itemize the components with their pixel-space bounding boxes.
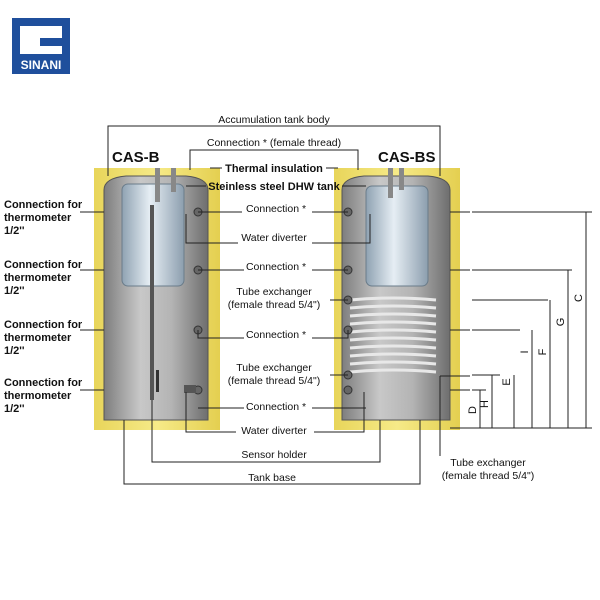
dim-i: I bbox=[519, 350, 531, 353]
dim-g: G bbox=[555, 318, 567, 327]
label-text: 1/2'' bbox=[4, 403, 25, 415]
label-text: 1/2'' bbox=[4, 285, 25, 297]
label-text: thermometer bbox=[4, 390, 72, 402]
thermometer-label-4: Connection for thermometer 1/2'' bbox=[4, 377, 83, 415]
label-thermal-insulation: Thermal insulation bbox=[225, 163, 323, 175]
label-tube-exchanger-1b: (female thread 5/4") bbox=[228, 299, 320, 311]
thermometer-label-2: Connection for thermometer 1/2'' bbox=[4, 259, 83, 297]
label-text: Connection for bbox=[4, 377, 83, 389]
tank-label-cas-bs: CAS-BS bbox=[378, 149, 436, 166]
dim-e: E bbox=[501, 378, 513, 385]
dim-h: H bbox=[479, 400, 491, 408]
label-connection-2: Connection * bbox=[246, 261, 306, 273]
dim-d: D bbox=[467, 406, 479, 414]
label-water-diverter-1: Water diverter bbox=[241, 232, 307, 244]
label-sensor-holder: Sensor holder bbox=[241, 449, 307, 461]
label-text: 1/2'' bbox=[4, 225, 25, 237]
thermometer-leaders bbox=[80, 211, 470, 391]
callout-leaders bbox=[107, 125, 470, 485]
label-tube-exchanger-2b: (female thread 5/4") bbox=[228, 375, 320, 387]
label-text: Connection for bbox=[4, 319, 83, 331]
label-tank-base: Tank base bbox=[248, 472, 296, 484]
tank-label-cas-b: CAS-B bbox=[112, 149, 160, 166]
thermometer-label-3: Connection for thermometer 1/2'' bbox=[4, 319, 83, 357]
label-text: Connection for bbox=[4, 259, 83, 271]
label-text: thermometer bbox=[4, 212, 72, 224]
label-connection-4: Connection * bbox=[246, 401, 306, 413]
label-tube-exchanger-2a: Tube exchanger bbox=[236, 362, 312, 374]
thermometer-label-1: Connection for thermometer 1/2'' bbox=[4, 199, 83, 237]
dim-f: F bbox=[537, 348, 549, 355]
label-dhw-tank: Steinless steel DHW tank bbox=[208, 181, 340, 193]
sinani-logo: SINANI bbox=[12, 18, 70, 74]
label-connection-3: Connection * bbox=[246, 329, 306, 341]
label-text: thermometer bbox=[4, 332, 72, 344]
tank-cas-b bbox=[103, 168, 209, 421]
tank-cas-bs bbox=[341, 168, 451, 421]
label-text: Connection for bbox=[4, 199, 83, 211]
label-water-diverter-2: Water diverter bbox=[241, 425, 307, 437]
dimension-lines bbox=[450, 211, 592, 429]
label-text: thermometer bbox=[4, 272, 72, 284]
label-tube-exchanger-1a: Tube exchanger bbox=[236, 286, 312, 298]
dim-c: C bbox=[573, 294, 585, 302]
label-accumulation-body: Accumulation tank body bbox=[218, 114, 330, 126]
label-connection-female: Connection * (female thread) bbox=[207, 137, 341, 149]
logo-text: SINANI bbox=[21, 58, 62, 72]
label-text: 1/2'' bbox=[4, 345, 25, 357]
label-connection-1: Connection * bbox=[246, 203, 306, 215]
label-tube-exchanger-3a: Tube exchanger bbox=[450, 457, 526, 469]
label-tube-exchanger-3b: (female thread 5/4") bbox=[442, 470, 534, 482]
